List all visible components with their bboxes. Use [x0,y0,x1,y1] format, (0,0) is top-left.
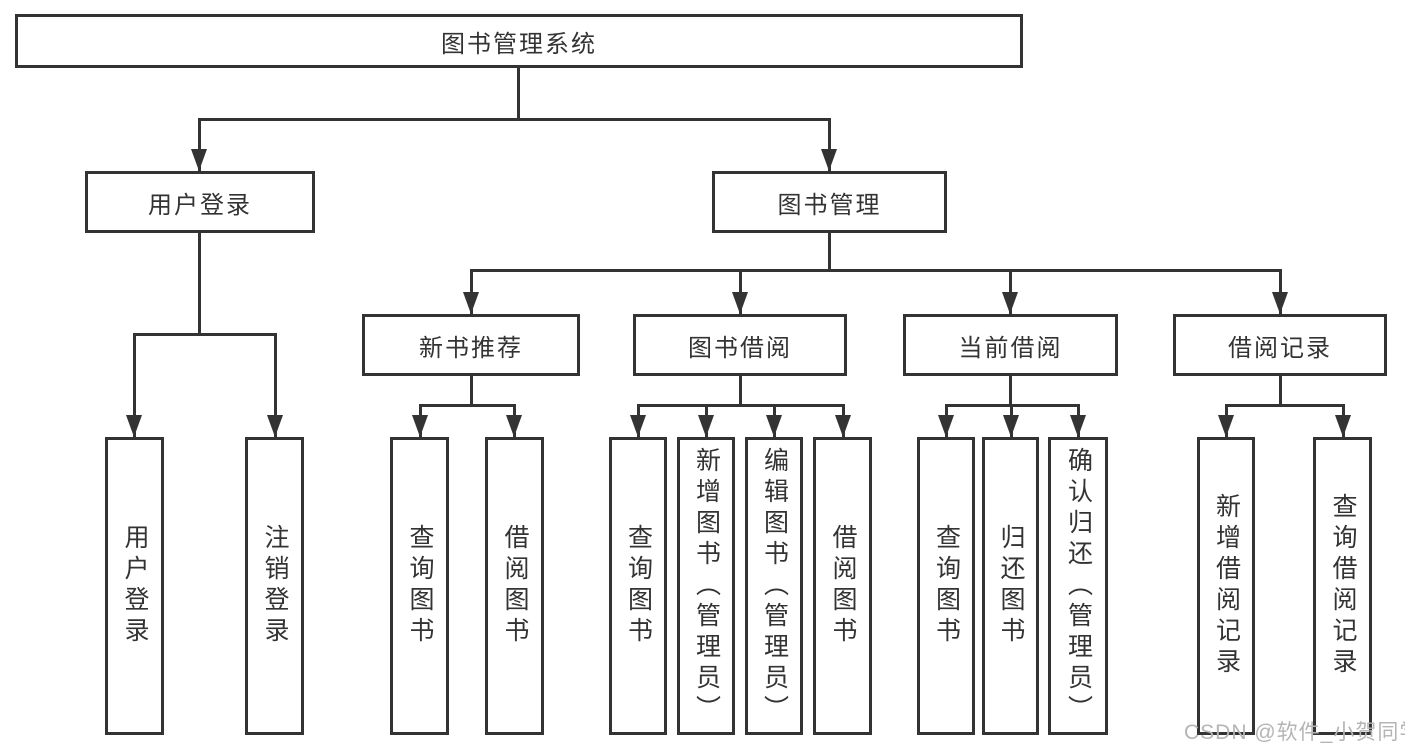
leaf-query-borrow-record: 查询借阅记录 [1313,437,1372,735]
node-library-management-system: 图书管理系统 [15,14,1023,68]
leaf-query-books-current: 查询图书 [917,437,975,735]
node-label: 确认归还（管理员） [1064,446,1093,726]
node-label: 用户登录 [121,524,149,648]
leaf-add-book-admin: 新增图书（管理员） [677,437,735,735]
arrowhead-icon [1003,415,1019,437]
arrowhead-icon [506,415,522,437]
node-label: 查询图书 [406,524,434,648]
connector-new-book-stem [470,376,473,407]
node-book-borrow: 图书借阅 [633,314,847,376]
connector-to-new-book [470,269,473,314]
arrowhead-icon [1002,292,1018,314]
arrowhead-icon [821,149,837,171]
arrowhead-icon [463,292,479,314]
node-label: 图书借阅 [688,334,792,362]
node-current-borrow: 当前借阅 [903,314,1118,376]
leaf-edit-book-admin: 编辑图书（管理员） [745,437,803,735]
arrowhead-icon [698,415,714,437]
arrowhead-icon [835,415,851,437]
arrowhead-icon [766,415,782,437]
node-label: 查询图书 [624,524,653,648]
connector-to-book-borrow [739,269,742,314]
arrowhead-icon [938,415,954,437]
node-new-book-recommend: 新书推荐 [362,314,580,376]
node-label: 查询图书 [932,524,961,648]
connector-root-stem [517,67,520,120]
arrowhead-icon [1070,415,1086,437]
connector-book-borrow-bar [637,404,844,407]
leaf-user-login: 用户登录 [105,437,164,735]
node-label: 归还图书 [997,524,1025,648]
leaf-confirm-return-admin: 确认归还（管理员） [1048,437,1108,735]
node-label: 借阅记录 [1228,334,1332,362]
csdn-watermark: CSDN @软件_小贺同学 [1184,721,1405,744]
arrowhead-icon [126,415,142,437]
node-label: 借阅图书 [501,524,529,648]
arrowhead-icon [732,292,748,314]
connector-to-leaf-logout [274,333,277,437]
arrowhead-icon [630,415,646,437]
leaf-logout: 注销登录 [245,437,304,735]
node-label: 图书管理系统 [441,30,597,58]
node-label: 编辑图书（管理员） [760,446,789,726]
arrowhead-icon [1335,415,1351,437]
connector-to-borrow-records [1279,269,1282,314]
leaf-borrow-books-recommend: 借阅图书 [485,437,544,735]
connector-to-book-management [828,118,831,171]
node-label: 新书推荐 [419,334,523,362]
arrowhead-icon [412,415,428,437]
leaf-return-book: 归还图书 [982,437,1039,735]
connector-book-borrow-stem [739,376,742,407]
node-label: 图书管理 [777,191,882,219]
node-user-login: 用户登录 [85,171,315,233]
connector-to-leaf-user-login [133,333,136,437]
arrowhead-icon [1218,415,1234,437]
connector-borrow-records-stem [1279,376,1282,407]
leaf-add-borrow-record: 新增借阅记录 [1197,437,1255,735]
node-label: 新增图书（管理员） [692,446,721,726]
arrowhead-icon [267,415,283,437]
node-label: 查询借阅记录 [1329,493,1357,679]
node-borrow-records: 借阅记录 [1173,314,1387,376]
connector-borrow-records-bar [1225,404,1344,407]
node-label: 新增借阅记录 [1212,493,1241,679]
node-label: 当前借阅 [958,334,1063,362]
connector-user-login-bar [133,333,276,336]
node-book-management: 图书管理 [712,171,947,233]
connector-current-borrow-stem [1009,376,1012,407]
arrowhead-icon [1272,292,1288,314]
leaf-query-books-borrow: 查询图书 [609,437,667,735]
connector-root-bar [198,118,831,121]
connector-to-user-login [198,118,201,171]
node-label: 用户登录 [148,191,252,219]
connector-new-book-bar [419,404,516,407]
node-label: 注销登录 [261,524,289,648]
leaf-query-books-recommend: 查询图书 [390,437,449,735]
arrowhead-icon [191,149,207,171]
connector-user-login-stem [198,233,201,335]
node-label: 借阅图书 [829,524,857,648]
connector-book-mgmt-bar [470,269,1281,272]
connector-to-current-borrow [1009,269,1012,314]
connector-book-mgmt-stem [828,233,831,272]
leaf-borrow-books: 借阅图书 [813,437,872,735]
